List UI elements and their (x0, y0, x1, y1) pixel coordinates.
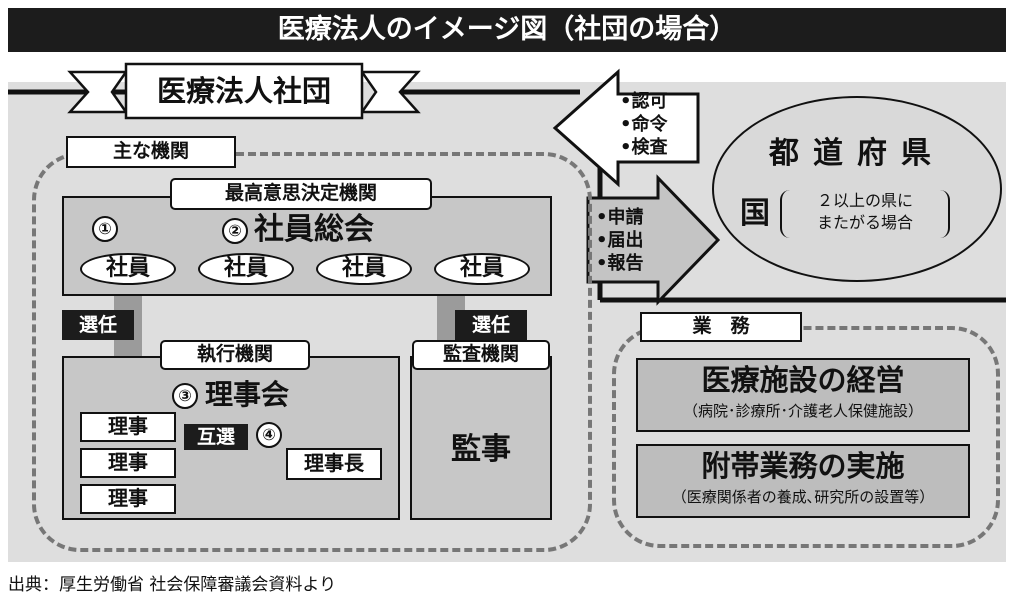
business-item: 附帯業務の実施 （医療関係者の養成､研究所の設置等） (636, 444, 970, 518)
member-oval: 社員 (316, 253, 412, 285)
director-box: 理事 (80, 484, 176, 514)
auditor-text: 監事 (451, 432, 511, 467)
number-2: ② (222, 218, 248, 244)
business-area (612, 326, 1000, 548)
to-government-item: •届出 (596, 230, 644, 251)
number-4: ④ (256, 422, 282, 448)
national-text: 国 (740, 196, 770, 231)
government-ellipse (712, 96, 1002, 282)
supreme-organ-label: 最高意思決定機関 (170, 178, 432, 210)
to-government-item: •申請 (596, 207, 644, 228)
ribbon-shape (67, 62, 421, 120)
number-3: ③ (172, 383, 198, 409)
main-organs-label: 主な機関 (66, 136, 236, 168)
mutual-election-label: 互選 (184, 424, 248, 450)
elect-label-left: 選任 (62, 310, 134, 340)
note-line-1: ２以上の県に (816, 191, 913, 210)
audit-organ-label: 監査機関 (412, 340, 550, 370)
main-organs-area (32, 152, 592, 552)
business-item-sub: （医療関係者の養成､研究所の設置等） (671, 488, 935, 506)
number-1: ① (92, 216, 118, 242)
from-government-item: •命令 (620, 114, 668, 135)
to-government-list: •申請 •届出 •報告 (596, 206, 676, 275)
business-item-sub: （病院･診療所･介護老人保健施設） (682, 402, 923, 420)
note-line-2: またがる場合 (816, 213, 913, 232)
multi-prefecture-note: ２以上の県に またがる場合 (780, 190, 950, 238)
from-government-item: •検査 (620, 137, 668, 158)
corporation-banner: 医療法人社団 (156, 74, 331, 108)
from-government-item: •認可 (620, 91, 668, 112)
to-government-item: •報告 (596, 253, 644, 274)
source-note: 出典：厚生労働省 社会保障審議会資料より (8, 575, 337, 595)
member-oval: 社員 (434, 253, 530, 285)
member-oval: 社員 (80, 253, 176, 285)
business-item-title: 附帯業務の実施 (701, 449, 905, 483)
board-heading: 理事会 (205, 378, 290, 411)
from-government-list: •認可 •命令 •検査 (620, 90, 700, 159)
business-item: 医療施設の経営 （病院･診療所･介護老人保健施設） (636, 358, 970, 432)
general-meeting-heading: 社員総会 (254, 212, 374, 247)
director-box: 理事 (80, 412, 176, 442)
prefecture-text: 都道府県 (769, 136, 945, 171)
page-title: 医療法人のイメージ図（社団の場合） (8, 8, 1006, 52)
member-oval: 社員 (198, 253, 294, 285)
director-box: 理事 (80, 448, 176, 478)
business-item-title: 医療施設の経営 (701, 363, 905, 397)
audit-box (410, 356, 552, 520)
chairman-box: 理事長 (286, 448, 382, 480)
executive-organ-label: 執行機関 (160, 340, 310, 370)
business-label: 業 務 (640, 312, 802, 342)
elect-label-right: 選任 (455, 310, 527, 340)
